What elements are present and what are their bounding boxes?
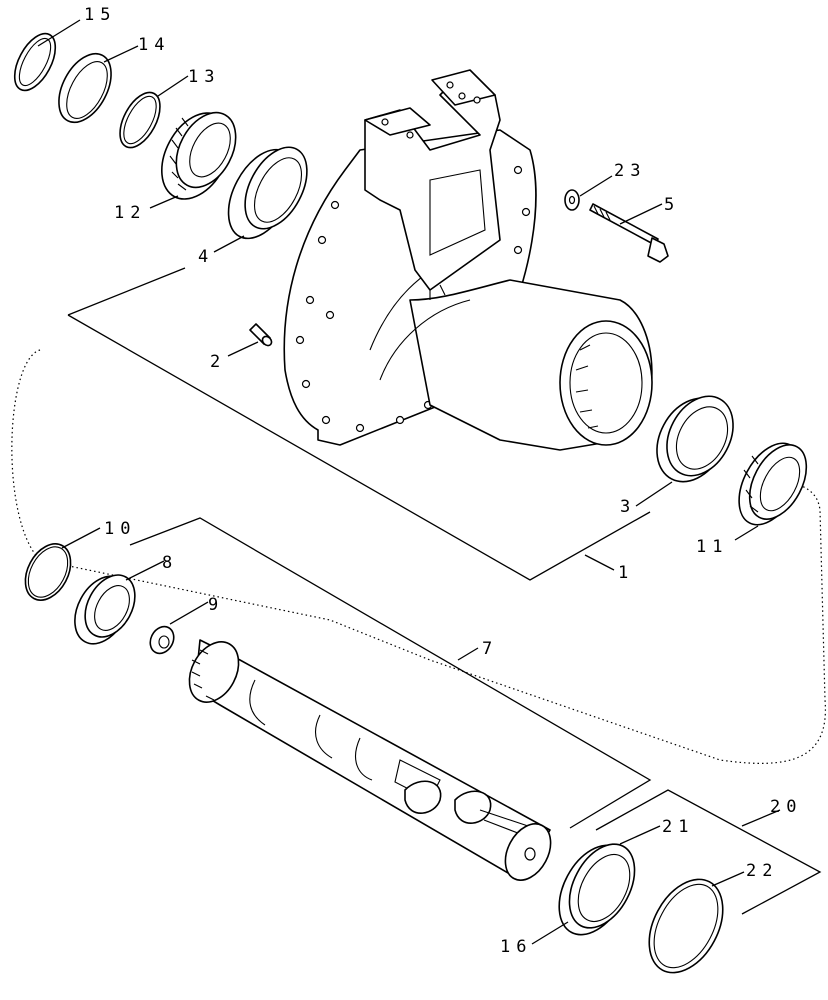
callout-16: 16 [500,937,532,957]
callout-9: 9 [208,595,224,615]
callout-14: 14 [138,35,170,55]
washer-23 [564,189,580,211]
o-ring-10 [24,543,72,601]
callout-21: 21 [662,817,694,837]
ring-13 [119,91,161,149]
callout-23: 23 [614,161,646,181]
callout-11: 11 [696,537,728,557]
bearing-cup-4 [227,146,308,240]
ring-22 [648,878,724,974]
seal-16 [558,843,636,936]
callout-4: 4 [198,247,214,267]
callout-20: 20 [770,797,802,817]
shaft-group-bracket [129,517,652,829]
callout-1: 1 [618,563,634,583]
leader-lines [37,19,781,945]
bearing-cup-3 [656,395,734,483]
seal-group-bracket [595,789,822,915]
dowel-pin-2 [249,323,273,347]
housing-group-bracket [67,267,651,581]
bearing-cone-12 [161,111,237,200]
ring-14 [58,52,112,124]
callout-3: 3 [620,497,636,517]
snap-ring-15 [13,32,57,92]
callout-13: 13 [188,67,220,87]
callout-15: 15 [84,5,116,25]
callout-labels: 15 14 13 12 4 2 23 5 3 11 1 10 8 9 7 20 … [84,5,802,957]
axle-shaft-7 [188,639,552,881]
callout-5: 5 [664,195,680,215]
callout-8: 8 [162,553,178,573]
callout-10: 10 [104,519,136,539]
callout-7: 7 [482,639,498,659]
callout-22: 22 [746,861,778,881]
callout-12: 12 [114,203,146,223]
seal-8 [74,574,136,645]
bearing-cone-11 [738,442,808,526]
plug-9 [149,625,175,655]
axle-housing-1 [283,69,653,451]
bolt-5 [589,203,669,263]
callout-2: 2 [210,352,226,372]
